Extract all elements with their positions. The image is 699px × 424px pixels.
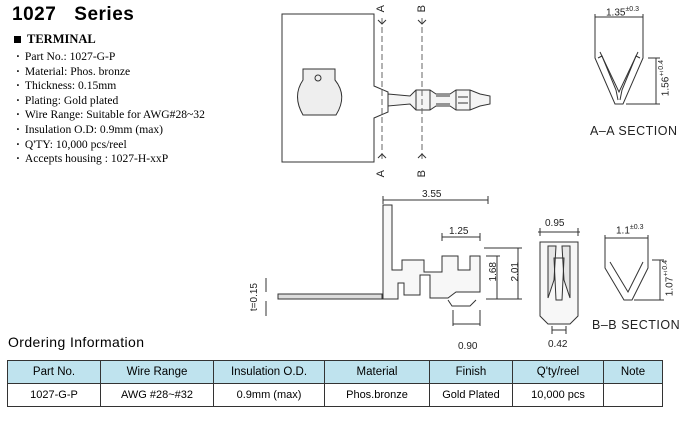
- terminal-heading: TERMINAL: [14, 32, 96, 47]
- spec-item: ·Wire Range: Suitable for AWG#28~32: [16, 108, 205, 122]
- aa-height-label: 1.56±0.4: [658, 60, 672, 97]
- col-qty: Q'ty/reel: [512, 360, 604, 384]
- spec-item: ·Q'TY: 10,000 pcs/reel: [16, 137, 127, 151]
- side-view: [265, 196, 522, 326]
- bullet-icon: ·: [16, 137, 20, 151]
- bullet-icon: ·: [16, 93, 20, 107]
- spec-item: ·Thickness: 0.15mm: [16, 79, 117, 93]
- cell-material: Phos.bronze: [324, 383, 430, 407]
- terminal-heading-text: TERMINAL: [27, 32, 96, 46]
- ordering-table: Part No. Wire Range Insulation O.D. Mate…: [7, 360, 663, 407]
- bb-height-label: 1.07±0.4: [662, 260, 676, 297]
- height-2-label: 2.01: [510, 262, 521, 282]
- length-part-label: 1.25: [449, 226, 469, 237]
- bullet-icon: ·: [16, 50, 20, 63]
- table-header-row: Part No. Wire Range Insulation O.D. Mate…: [7, 360, 663, 384]
- col-wire-range: Wire Range: [100, 360, 214, 384]
- square-bullet-icon: [14, 36, 21, 43]
- col-insulation: Insulation O.D.: [213, 360, 325, 384]
- cut-a-bottom: A: [375, 170, 387, 178]
- thickness-label: t=0.15: [249, 283, 260, 312]
- spec-list: ·Part No.: 1027-G-P ·Material: Phos. bro…: [16, 50, 205, 167]
- ordering-title: Ordering Information: [8, 334, 145, 350]
- bottom-width-label: 0.90: [458, 341, 478, 352]
- end-bottom-label: 0.42: [548, 339, 568, 350]
- end-width-label: 0.95: [545, 218, 565, 229]
- bb-width-label: 1.1±0.3: [616, 224, 644, 237]
- bullet-icon: ·: [16, 122, 20, 136]
- cell-insulation: 0.9mm (max): [213, 383, 325, 407]
- cell-qty: 10,000 pcs: [512, 383, 604, 407]
- table-row: 1027-G-P AWG #28~#32 0.9mm (max) Phos.br…: [7, 383, 663, 407]
- spec-item: ·Plating: Gold plated: [16, 93, 119, 107]
- part-number-heading: 1027: [12, 4, 57, 25]
- bullet-icon: ·: [16, 64, 20, 78]
- spec-item: ·Accepts housing : 1027-H-xxP: [16, 152, 169, 166]
- top-view: [281, 13, 491, 163]
- aa-section-label: A–A SECTION: [590, 124, 678, 138]
- col-note: Note: [603, 360, 663, 384]
- cut-b-top: B: [416, 5, 428, 13]
- cut-a-top: A: [375, 5, 387, 13]
- col-finish: Finish: [429, 360, 513, 384]
- cell-finish: Gold Plated: [429, 383, 513, 407]
- spec-item: ·Part No.: 1027-G-P: [16, 50, 116, 63]
- spec-item: ·Material: Phos. bronze: [16, 64, 131, 78]
- length-total-label: 3.55: [422, 189, 442, 200]
- height-1-label: 1.68: [488, 262, 499, 282]
- cut-b-bottom: B: [416, 170, 428, 178]
- cell-wire-range: AWG #28~#32: [100, 383, 214, 407]
- aa-section-view: [594, 14, 660, 105]
- cell-note: [603, 383, 663, 407]
- end-view: [538, 228, 580, 334]
- bullet-icon: ·: [16, 108, 20, 122]
- bb-section-label: B–B SECTION: [592, 318, 681, 332]
- bullet-icon: ·: [16, 152, 20, 166]
- aa-width-label: 1.35±0.3: [606, 6, 640, 19]
- spec-item: ·Insulation O.D: 0.9mm (max): [16, 122, 164, 136]
- series-heading: Series: [74, 4, 135, 25]
- cell-part-no: 1027-G-P: [7, 383, 101, 407]
- col-material: Material: [324, 360, 430, 384]
- bullet-icon: ·: [16, 79, 20, 93]
- col-part-no: Part No.: [7, 360, 101, 384]
- bb-section-view: [604, 235, 664, 301]
- series-title: 1027 Series: [12, 4, 134, 26]
